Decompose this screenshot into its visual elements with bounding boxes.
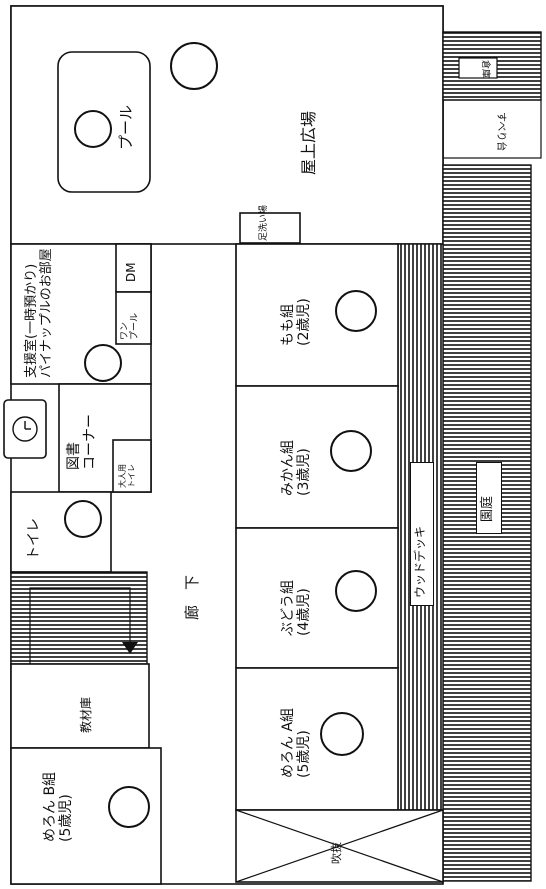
child-face-icon-melon-b: [108, 786, 150, 828]
room-mikan: [235, 385, 399, 529]
room-melon-a: [235, 667, 399, 811]
adult-toilet-label: 大人用 トイレ: [118, 464, 137, 488]
child-face-icon-momo: [335, 290, 377, 332]
wanpool-label: ワン プール: [120, 312, 141, 340]
mikan-label: みかん組 (3歳児): [280, 440, 313, 496]
adult-toilet-box: [112, 439, 152, 493]
wooddeck-label: ウッドデッキ: [413, 525, 427, 598]
corridor-label: 廊 下: [183, 574, 201, 620]
child-face-icon-mikan: [330, 430, 372, 472]
void-label: 吹抜: [330, 842, 343, 864]
slide-label: すべり台: [495, 112, 506, 152]
footwash-label: 足洗い場: [259, 204, 269, 241]
child-face-icon-melon-a: [320, 712, 364, 756]
child-face-icon-pineapple: [84, 344, 122, 382]
momo-label: もも組 (2歳児): [280, 298, 313, 346]
child-face-icon-toilet: [64, 500, 102, 538]
foot-wash-box: [239, 212, 301, 244]
child-face-icon-budou: [335, 570, 377, 612]
library-label: 図書 コーナー: [66, 414, 99, 470]
pineapple-label: 支援室(一時預かり) パイナップルのお部屋: [24, 248, 54, 378]
pool-label: プール: [117, 104, 135, 150]
wooddeck-box: [410, 462, 434, 606]
child-face-icon-pool: [74, 110, 112, 148]
child-face-icon-rooftop: [170, 42, 218, 90]
terrace-label: 園庭: [480, 495, 495, 522]
slide-zone: [442, 99, 542, 159]
stairs: [10, 571, 148, 665]
toilet-label: トイレ: [26, 518, 42, 560]
melon-b-label: めろん B組 (5歳児): [42, 771, 75, 842]
materials-room: [10, 663, 150, 749]
rooftop-label: 屋上広場: [299, 110, 318, 175]
melon-a-label: めろん A組 (5歳児): [280, 707, 313, 778]
budou-label: ぶどう組 (4歳児): [280, 580, 313, 636]
dm-label: DM: [124, 262, 138, 282]
terrace-box: [476, 462, 502, 534]
wanpool-box: [115, 291, 152, 345]
materials-label: 教材庫: [79, 696, 93, 733]
storage-label: 倉庫: [480, 60, 490, 79]
